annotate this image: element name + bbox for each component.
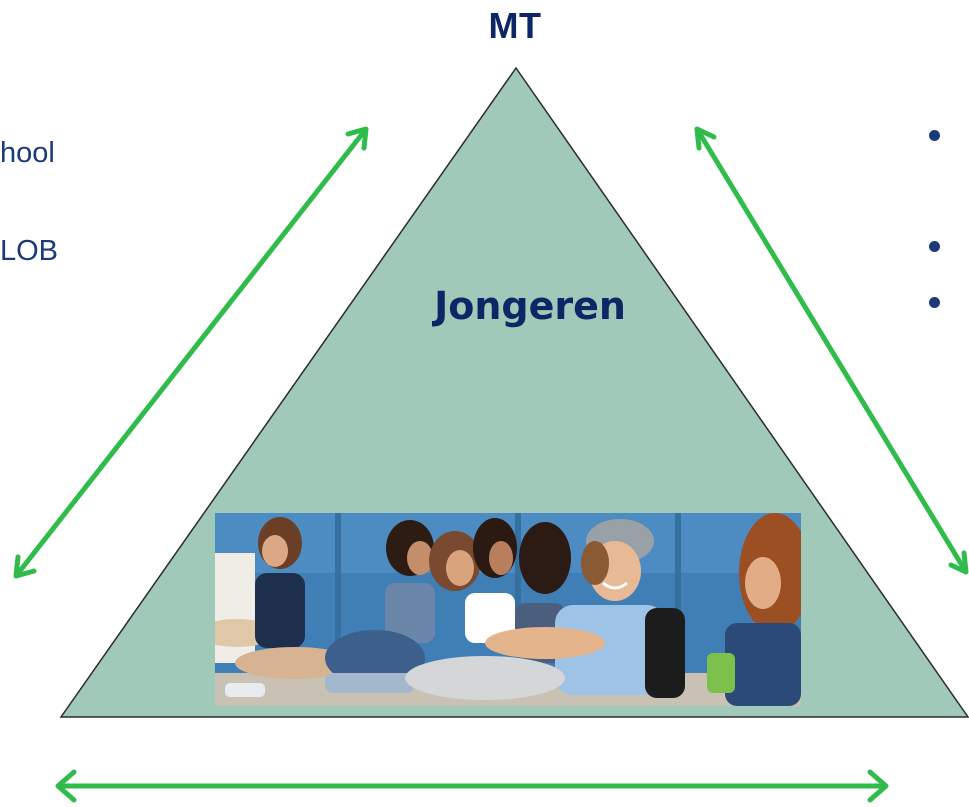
- bullet-2: [929, 241, 940, 252]
- left-text-line-2: LOB: [0, 235, 59, 267]
- center-label: Jongeren: [434, 284, 626, 328]
- bottom-double-arrow: [55, 769, 889, 803]
- diagram-title: MT: [488, 5, 542, 46]
- left-double-arrow: [13, 126, 369, 579]
- right-double-arrow: [694, 126, 969, 575]
- bullet-3: [929, 297, 940, 308]
- teenagers-photo: [215, 513, 801, 706]
- left-text-line-1: hool: [0, 137, 55, 169]
- bullet-1: [929, 130, 940, 141]
